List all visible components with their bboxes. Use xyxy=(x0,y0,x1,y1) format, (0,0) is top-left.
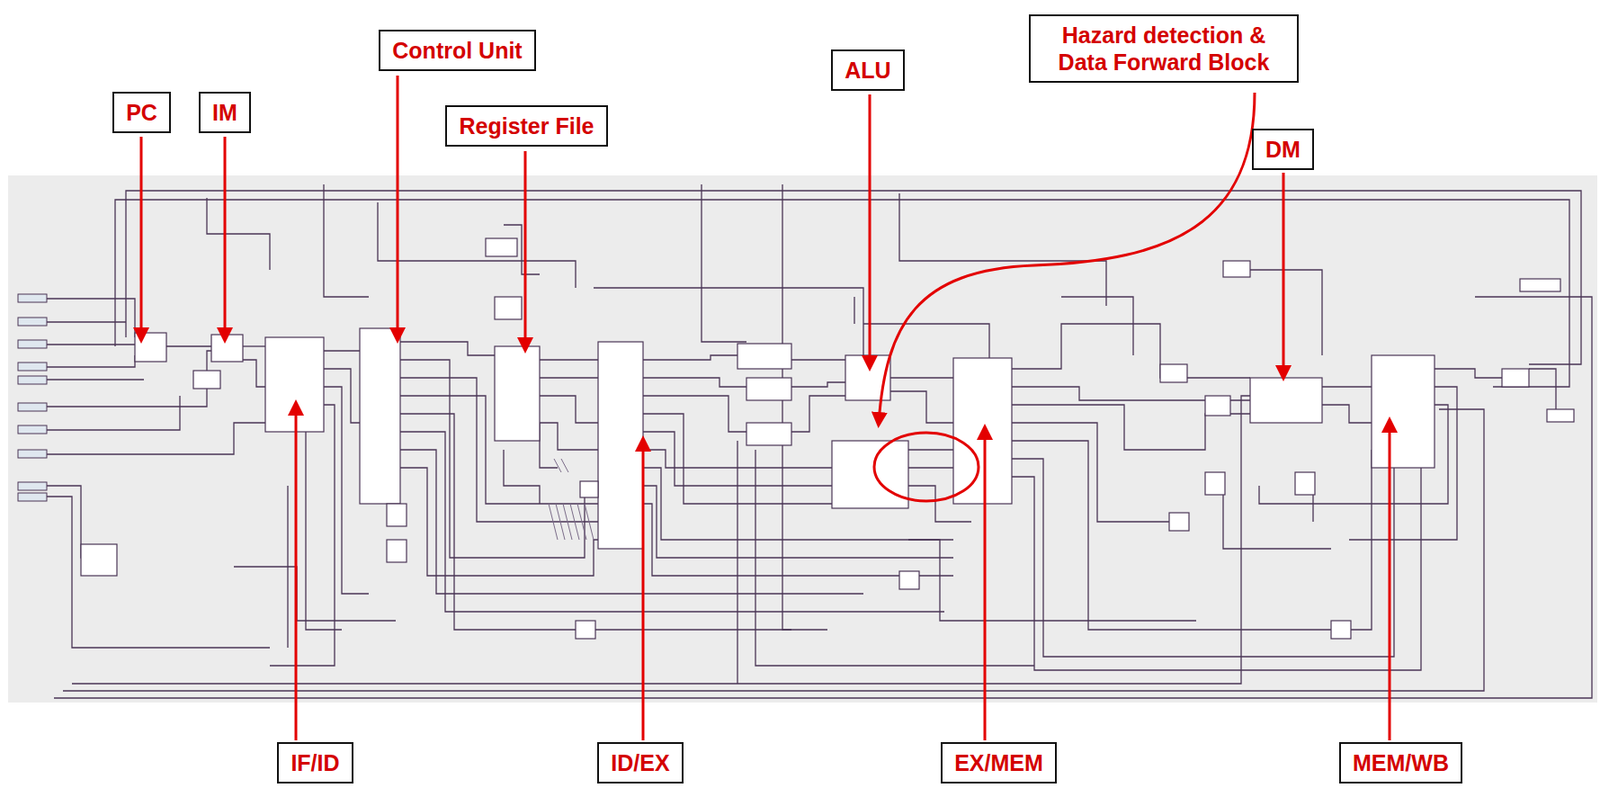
callout-box: Control Unit xyxy=(378,29,537,72)
callout-label: MEM/WB xyxy=(1352,749,1449,777)
callout-label: ALU xyxy=(844,56,891,84)
callout-label: Hazard detection & Data Forward Block xyxy=(1042,21,1286,76)
callout-box: Register File xyxy=(445,105,608,147)
callout-label: IM xyxy=(212,98,238,126)
callout-label: Register File xyxy=(458,112,594,140)
callout-label: EX/MEM xyxy=(954,749,1044,777)
schematic-ground xyxy=(8,175,1598,703)
callout-box: ALU xyxy=(831,49,905,91)
bus-ticks xyxy=(548,458,594,540)
callout-label: PC xyxy=(125,98,158,126)
wires xyxy=(46,184,1592,698)
callout-box: Hazard detection & Data Forward Block xyxy=(1028,14,1299,83)
callout-box: ID/EX xyxy=(597,741,684,784)
leader-arrows xyxy=(141,75,1390,741)
callout-box: DM xyxy=(1251,128,1314,170)
callout-label: ID/EX xyxy=(610,749,670,777)
circuit-blocks xyxy=(80,238,1574,639)
callout-box: EX/MEM xyxy=(940,741,1057,784)
callout-label: DM xyxy=(1265,135,1301,163)
callout-box: PC xyxy=(112,91,171,134)
callout-box: IF/ID xyxy=(277,741,354,784)
callout-label: IF/ID xyxy=(290,749,340,777)
callout-box: MEM/WB xyxy=(1339,741,1463,784)
io-pins xyxy=(17,294,47,501)
callout-label: Control Unit xyxy=(392,36,522,64)
callout-box: IM xyxy=(198,91,251,134)
